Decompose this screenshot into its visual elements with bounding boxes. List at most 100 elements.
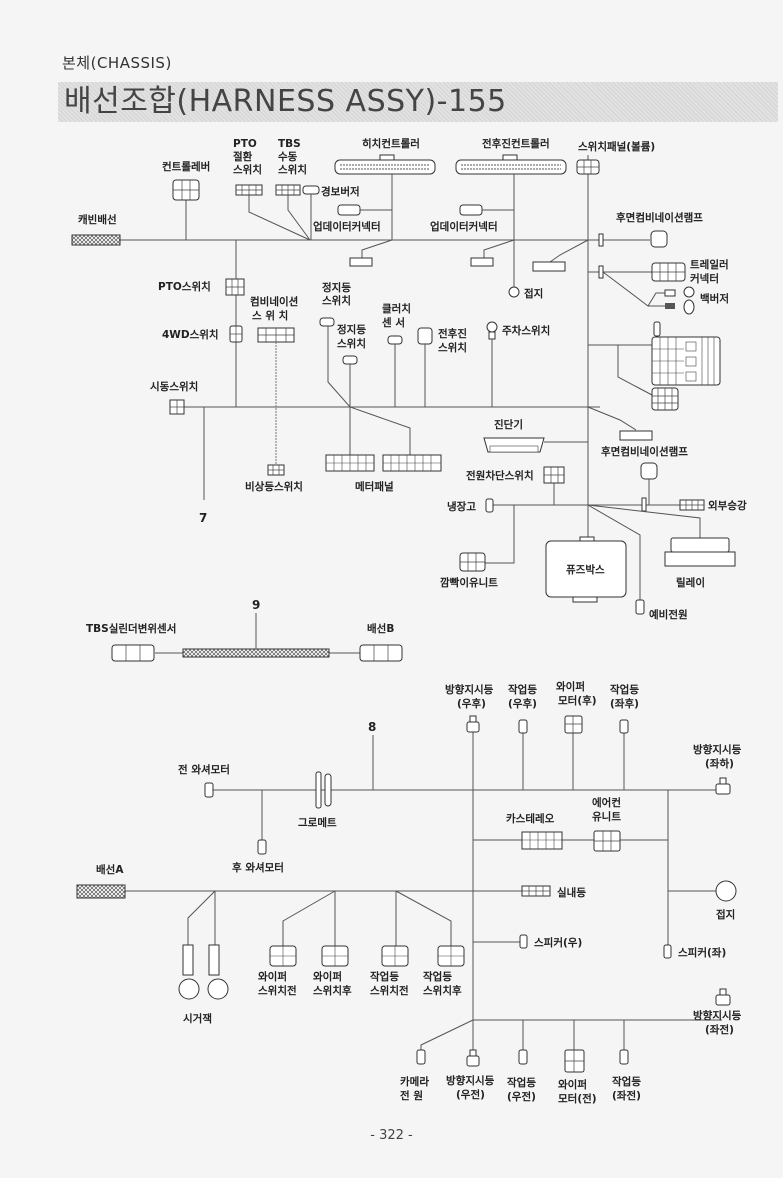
parking-switch-icon[interactable]: [486, 321, 498, 333]
label-tbs-2: 수동: [278, 151, 298, 163]
inline-connector[interactable]: [598, 265, 604, 279]
cabin-harness-connector[interactable]: [71, 234, 121, 246]
label-ground-2: 접지: [716, 908, 735, 921]
harness-8: 8 방향지시등 (우후) 작업등 (우후) 와이퍼 모터(후) 작업등 (좌후)…: [76, 680, 742, 1105]
buzzer-icon: [683, 299, 695, 315]
stop-lamp-switch-2[interactable]: [342, 355, 358, 365]
hitch-controller-connector[interactable]: [334, 159, 436, 175]
inline-connector[interactable]: [641, 497, 647, 512]
rear-combi-lamp-connector-1[interactable]: [650, 230, 668, 248]
label-camera-power-2: 전 원: [400, 1089, 423, 1102]
work-lamp-rr-connector[interactable]: [518, 719, 528, 734]
turn-signal-rr-connector[interactable]: [466, 721, 480, 733]
label-harness-a: 배선A: [96, 863, 124, 876]
page-title: 배선조합(HARNESS ASSY)-155: [64, 84, 507, 119]
label-wiper-motor-rear-1: 와이퍼: [556, 680, 585, 693]
label-work-lamp-rr-1: 작업등: [508, 683, 537, 696]
spare-power-connector[interactable]: [635, 599, 645, 615]
label-cabin-harness: 캐빈배선: [78, 213, 117, 226]
ground-icon: [508, 286, 520, 298]
back-buzzer-plug[interactable]: [665, 303, 675, 309]
inline-connector[interactable]: [598, 233, 604, 247]
relay-base[interactable]: [664, 551, 736, 567]
updater-connector-2[interactable]: [459, 204, 483, 216]
label-turn-signal-rr-2: (우후): [457, 697, 486, 710]
refrigerator-connector[interactable]: [485, 498, 494, 513]
label-updater-2: 업데이터커넥터: [430, 220, 498, 233]
turn-signal-rf-connector[interactable]: [466, 1055, 480, 1067]
cigar-jack-2[interactable]: [208, 944, 220, 976]
label-flasher-unit: 깜빡이유니트: [440, 576, 498, 589]
label-switch-panel: 스위치패널(볼륨): [578, 140, 655, 153]
turn-signal-lf-connector[interactable]: [715, 994, 731, 1006]
speaker-left-connector[interactable]: [663, 944, 672, 959]
label-work-lamp-switch-front-1: 작업등: [370, 970, 399, 983]
back-buzzer-plug[interactable]: [664, 289, 676, 297]
label-combination-1: 컴비네이션: [250, 295, 298, 308]
label-work-lamp-rf-1: 작업등: [507, 1076, 536, 1089]
grommet[interactable]: [315, 771, 322, 809]
tbs-sensor-connector[interactable]: [111, 644, 155, 662]
updater-plug-1[interactable]: [349, 257, 373, 267]
work-lamp-lr-connector[interactable]: [619, 719, 629, 734]
label-fwd-rev-switch-2: 스위치: [438, 341, 467, 354]
label-pto-select-3: 스위치: [233, 163, 262, 176]
label-turn-signal-rf-1: 방향지시등: [446, 1074, 495, 1087]
turn-signal-ll-connector[interactable]: [715, 783, 731, 795]
label-work-lamp-rf-2: (우전): [507, 1090, 536, 1103]
rear-combi-lamp-connector-2[interactable]: [619, 430, 653, 441]
label-work-lamp-lf-2: (좌전): [612, 1089, 641, 1102]
fwd-rev-controller-connector[interactable]: [455, 159, 567, 175]
label-speaker-left: 스피커(좌): [678, 946, 726, 959]
wiper-motor-rear-connector[interactable]: [564, 715, 583, 734]
label-car-stereo: 카스테레오: [506, 812, 555, 825]
rear-washer-motor-connector[interactable]: [257, 839, 267, 855]
camera-power-connector[interactable]: [416, 1049, 426, 1065]
label-wiper-switch-front-1: 와이퍼: [258, 970, 287, 983]
fwd-rev-switch-connector[interactable]: [417, 327, 433, 345]
label-work-lamp-switch-rear-2: 스위치후: [423, 984, 462, 997]
buzzer-icon: [683, 286, 695, 298]
stop-lamp-switch-1[interactable]: [319, 317, 335, 327]
label-pto-switch: PTO스위치: [158, 280, 211, 293]
connector-12pin[interactable]: [532, 261, 566, 272]
front-washer-motor-connector[interactable]: [204, 782, 214, 798]
label-wiper-motor-front-2: 모터(전): [558, 1092, 597, 1105]
harness-b-connector[interactable]: [359, 644, 403, 662]
work-lamp-rf-connector[interactable]: [518, 1049, 528, 1065]
harness-number-7: 7: [199, 511, 207, 525]
label-trailer-1: 트레일러: [690, 258, 729, 271]
label-turn-signal-rr-1: 방향지시등: [445, 683, 494, 696]
label-fuse-box: 퓨즈박스: [566, 563, 605, 576]
label-external-lift: 외부승강: [708, 499, 747, 512]
relay-block[interactable]: [670, 537, 730, 553]
alarm-buzzer-connector[interactable]: [302, 185, 320, 195]
harness-number-9: 9: [252, 598, 260, 612]
label-work-lamp-lr-2: (좌후): [610, 697, 639, 710]
label-rear-combi-lamp-1: 후면컴비네이션램프: [616, 211, 703, 224]
label-wiper-switch-rear-1: 와이퍼: [313, 970, 342, 983]
label-start-switch: 시동스위치: [150, 380, 198, 393]
speaker-right-connector[interactable]: [519, 934, 528, 949]
label-hazard-switch: 비상등스위치: [245, 480, 303, 493]
label-speaker-right: 스피커(우): [534, 936, 582, 949]
label-tbs-1: TBS: [278, 138, 301, 150]
label-spare-power: 예비전원: [649, 608, 688, 621]
work-lamp-lf-connector[interactable]: [619, 1049, 629, 1065]
label-turn-signal-lf-1: 방향지시등: [693, 1009, 742, 1022]
page-number: - 322 -: [370, 1128, 413, 1143]
harness-a-connector[interactable]: [76, 884, 126, 899]
label-4wd-switch: 4WD스위치: [162, 328, 219, 341]
braided-harness: [182, 648, 330, 658]
rear-combi-lamp-plug[interactable]: [640, 462, 658, 480]
label-stop-lamp-2a: 정지등: [337, 323, 366, 336]
label-tbs-3: 스위치: [278, 163, 307, 176]
car-stereo-connector[interactable]: [521, 831, 563, 850]
label-ground-1: 접지: [524, 287, 543, 300]
cigar-jack-1[interactable]: [182, 944, 194, 976]
updater-connector-1[interactable]: [337, 204, 361, 216]
clutch-sensor-connector[interactable]: [387, 335, 403, 345]
updater-plug-2[interactable]: [470, 257, 494, 267]
section-label: 본체(CHASSIS): [62, 54, 172, 72]
